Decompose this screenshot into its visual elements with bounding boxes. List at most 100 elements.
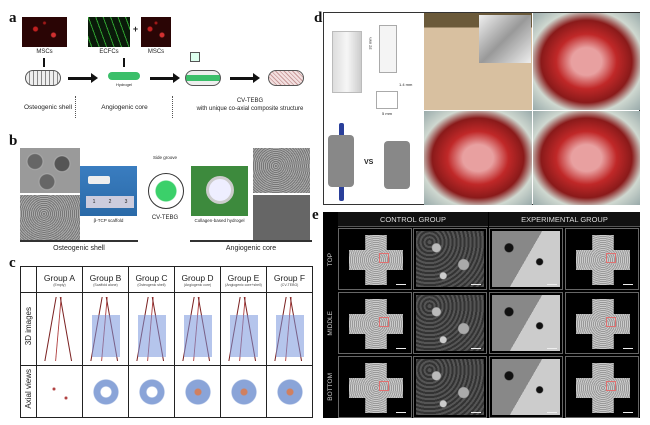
- axial-view-e: [220, 365, 267, 418]
- axial-view-a: [36, 365, 83, 418]
- group-header: Group D(Angiogenic core): [174, 266, 221, 293]
- row-label-bottom: BOTTOM: [326, 373, 334, 401]
- dim-groove: 1.4 mm: [399, 82, 413, 87]
- axial-view-c: [128, 365, 175, 418]
- axial-view-b: [82, 365, 129, 418]
- ct-cross-section: [338, 228, 412, 290]
- surgery-panel: 32 mm 1.4 mm 5 mm VS: [323, 12, 640, 205]
- ct-zoom: [489, 292, 563, 354]
- panel-label-d: d: [314, 10, 323, 26]
- divider: [20, 240, 138, 242]
- 3d-image-b: [82, 292, 129, 366]
- ct-zoom: [413, 228, 487, 290]
- panel-label-e: e: [312, 207, 319, 223]
- sem-image-pores: [20, 148, 80, 193]
- 3d-image-a: [36, 292, 83, 366]
- ruler-tick: 2: [108, 199, 112, 205]
- panel-label-c: c: [9, 255, 16, 271]
- divider: [172, 96, 173, 118]
- scaffold-label: β-TCP scaffold: [93, 218, 124, 223]
- row-label: 3D images: [20, 292, 37, 366]
- ecfc-fluorescence-image: [88, 17, 130, 47]
- shell-scaffold-icon: [25, 70, 61, 86]
- osteogenic-shell-caption: Osteogenic shell: [53, 245, 105, 252]
- dim-diameter: 5 mm: [382, 111, 392, 116]
- ct-zoom: [413, 292, 487, 354]
- group-header: Group C(Osteogenic shell): [128, 266, 175, 293]
- sem-image-cells: [20, 195, 80, 242]
- cv-tebg-label: CV-TEBG: [151, 215, 179, 221]
- axial-view-d: [174, 365, 221, 418]
- row-label: Axial views: [20, 365, 37, 418]
- scaffold-object: [88, 176, 110, 184]
- ct-cross-section: [338, 356, 412, 418]
- msc-label-2: MSCs: [147, 49, 165, 55]
- panel-label-a: a: [9, 10, 17, 26]
- arrow-right: [68, 73, 98, 83]
- ruler-tick: 1: [92, 199, 96, 205]
- stage-cv-tebg: CV-TEBG: [236, 98, 264, 104]
- scaffold-3d-model: [332, 31, 362, 93]
- dim-length: 32 mm: [367, 37, 373, 50]
- scaffold-photo: 1 2 3: [80, 166, 137, 216]
- stage-angiogenic-core: Angiogenic core: [101, 104, 148, 111]
- group-header: Group F(CV-TEBG): [266, 266, 313, 293]
- hydrogel-icon: [108, 72, 140, 80]
- 3d-image-f: [266, 292, 313, 366]
- rabbit-limb-photo: [424, 13, 532, 110]
- ct-zoom: [489, 356, 563, 418]
- ct-zoom: [489, 228, 563, 290]
- angiogenic-core-caption: Angiogenic core: [225, 245, 277, 252]
- msc-fluorescence-image: [22, 17, 67, 47]
- filled-scaffold-icon: [185, 70, 221, 86]
- ct-cross-section: [565, 292, 639, 354]
- row-label-middle: MIDDLE: [326, 311, 334, 336]
- vascularization-table: Group A(Empty) Group B(Scaffold alone) G…: [20, 266, 313, 418]
- msc-fluorescence-image-2: [141, 17, 171, 47]
- pour-beaker-icon: [190, 52, 200, 62]
- sem-image-ecfc: [253, 195, 310, 242]
- ct-cross-section: [338, 292, 412, 354]
- control-group-header: CONTROL GROUP: [338, 212, 488, 227]
- msc-label: MSCs: [36, 49, 53, 55]
- scaffold-dimension-drawing: [379, 25, 397, 73]
- down-arrow: [43, 58, 45, 67]
- vs-label: VS: [364, 159, 374, 166]
- arrow-right: [230, 73, 260, 83]
- cv-tebg-icon: [268, 70, 304, 86]
- 3d-image-e: [220, 292, 267, 366]
- hydrogel-photo: [191, 166, 248, 216]
- 3d-image-d: [174, 292, 221, 366]
- hydrogel-label: Collagen-based hydrogel: [194, 218, 245, 223]
- divider: [75, 96, 76, 118]
- xray-inset: [479, 15, 531, 63]
- hydrogel-disc: [206, 176, 234, 204]
- group-header: Group A(Empty): [36, 266, 83, 293]
- scaffold-with-vessel: [328, 135, 354, 187]
- experimental-group-header: EXPERIMENTAL GROUP: [489, 212, 640, 227]
- 3d-image-c: [128, 292, 175, 366]
- plus-sign: +: [132, 24, 139, 34]
- divider: [190, 240, 312, 242]
- scaffold-base-drawing: [376, 91, 398, 109]
- ecfc-label: ECFCs: [99, 49, 119, 55]
- ct-cross-section: [565, 356, 639, 418]
- ct-cross-section: [565, 228, 639, 290]
- stage-caption: with unique co-axial composite structure: [196, 106, 304, 112]
- corner-cell: [20, 266, 37, 293]
- cv-tebg-cross-section-icon: [148, 173, 184, 209]
- sem-image-hydrogel: [253, 148, 310, 193]
- ruler-tick: 3: [124, 199, 128, 205]
- arrow-right: [150, 73, 180, 83]
- down-arrow: [123, 58, 125, 67]
- stage-osteogenic-shell: Osteogenic shell: [23, 104, 73, 111]
- surgery-photo-3: [533, 111, 640, 205]
- surgery-photo-2: [424, 111, 532, 205]
- ct-zoom: [413, 356, 487, 418]
- micro-ct-panel: CONTROL GROUP EXPERIMENTAL GROUP TOP MID…: [323, 212, 640, 418]
- axial-view-f: [266, 365, 313, 418]
- hydrogel-label: Hydrogel: [115, 82, 132, 87]
- scaffold-without-vessel: [384, 141, 410, 189]
- surgery-photo-1: [533, 13, 640, 110]
- row-label-top: TOP: [326, 252, 334, 267]
